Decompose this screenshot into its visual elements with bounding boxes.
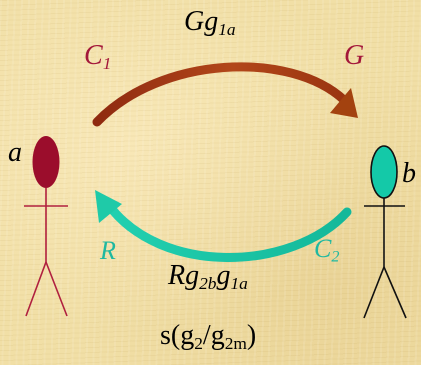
top-arrow-head [330, 88, 358, 118]
formula-mid: /g [202, 320, 225, 351]
c1-label: C1 [84, 40, 112, 73]
agent-a [24, 136, 68, 317]
formula-sub2: 2m [224, 333, 247, 353]
bottom-arrow-head [95, 190, 122, 223]
top-arrow-label-main: Gg [184, 6, 219, 37]
g-label: G [344, 40, 365, 71]
bottom-arrow [95, 190, 352, 262]
agent-b-leg-right [383, 266, 407, 319]
bottom-arrow-label: Rg2bg1a [168, 260, 248, 293]
c2-label-main: C [314, 234, 332, 263]
top-arrow-shaft [92, 62, 349, 127]
top-arrow-label-sub: 1a [218, 19, 236, 39]
top-arrow [92, 62, 358, 127]
formula-suffix: ) [246, 320, 257, 351]
formula-prefix: s(g [160, 320, 195, 351]
c1-label-main: C [84, 40, 103, 71]
bottom-arrow-shaft [103, 199, 352, 262]
agent-a-leg-left [25, 261, 47, 317]
agent-b-leg-left [363, 266, 385, 319]
agent-b-head [370, 145, 398, 199]
bottom-arrow-label-part1: Rg [168, 260, 200, 291]
bottom-arrow-label-sub1: 2b [199, 273, 217, 293]
r-label: R [100, 236, 116, 265]
agent-a-head [32, 136, 60, 188]
bottom-arrow-label-sub2: 1a [230, 273, 248, 293]
agent-a-leg-right [45, 261, 68, 317]
c2-label-sub: 2 [331, 248, 340, 266]
formula-sub1: 2 [194, 333, 203, 353]
top-arrow-label: Gg1a [184, 6, 236, 39]
c2-label: C2 [314, 234, 339, 266]
bottom-arrow-label-part2: g [216, 260, 231, 291]
c1-label-sub: 1 [102, 53, 112, 73]
agent-b [363, 145, 407, 319]
formula-label: s(g2/g2m) [160, 320, 257, 353]
agent-a-label: a [8, 137, 22, 168]
agent-b-label: b [402, 158, 416, 189]
